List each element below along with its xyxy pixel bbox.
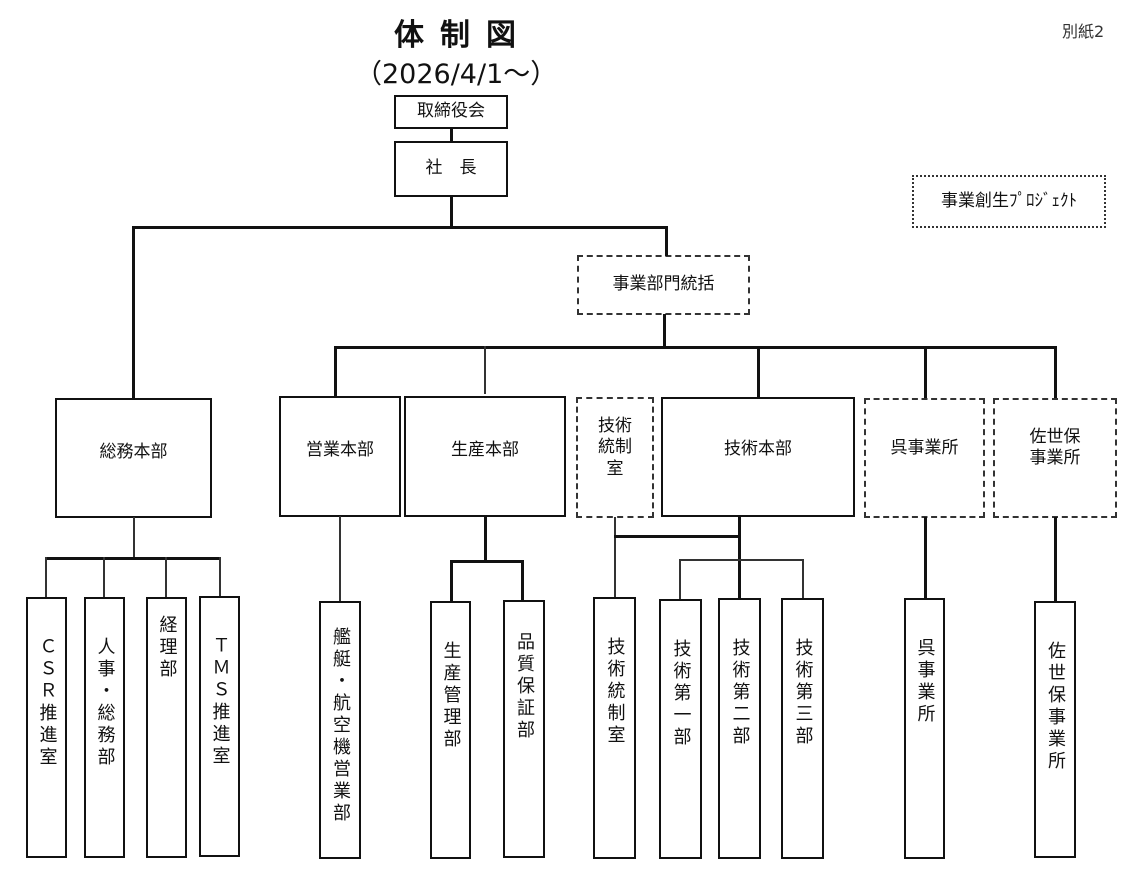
connector-top-horizontal: [132, 226, 668, 229]
connector-to-sales: [334, 346, 337, 398]
connector-production-horizontal: [450, 560, 523, 563]
board-label: 取締役会: [417, 101, 485, 122]
tech-control-line-1: 技術: [598, 416, 632, 436]
accounting-label: 経理部: [156, 615, 178, 681]
production-mgmt-dept-box: 生産管理部: [430, 601, 471, 859]
sasebo-office-box: 佐世保 事業所: [993, 398, 1117, 518]
president-label: 社 長: [425, 158, 477, 179]
connector-tech-horizontal: [614, 535, 740, 538]
tech-dept-1-box: 技術第一部: [659, 599, 702, 859]
connector-kure-down: [924, 517, 927, 599]
naval-aero-sales-dept-box: 艦艇・航空機営業部: [319, 601, 361, 859]
sasebo-office-label: 佐世保事業所: [1045, 641, 1066, 773]
president-box: 社 長: [394, 141, 508, 197]
csr-label: ＣＳＲ推進室: [36, 637, 58, 769]
tech-control-line-3: 室: [606, 458, 624, 479]
connector-to-accounting: [165, 557, 167, 598]
tech-control-dept-box: 技術統制室: [593, 597, 636, 859]
tech-1-label: 技術第一部: [670, 639, 692, 749]
hr-ga-dept-box: 人事・総務部: [84, 597, 125, 858]
connector-board-president: [450, 128, 453, 142]
connector-president-down: [450, 196, 453, 228]
kure-label: 呉事業所: [890, 438, 959, 458]
connector-business-head-down: [663, 314, 666, 348]
connector-production-down: [484, 516, 487, 562]
effective-date: （2026/4/1〜）: [355, 59, 558, 90]
project-label: 事業創生ﾌﾟﾛｼﾞｪｸﾄ: [941, 190, 1077, 211]
production-label: 生産本部: [451, 440, 519, 460]
quality-assurance-label: 品質保証部: [514, 632, 535, 742]
connector-to-tech-1: [679, 559, 681, 600]
connector-to-general-affairs: [132, 226, 135, 399]
production-division-box: 生産本部: [404, 396, 566, 517]
business-division-head-box: 事業部門統括: [577, 255, 750, 315]
connector-to-business-head: [665, 226, 668, 256]
connector-to-engineering: [757, 346, 760, 398]
connector-sales-down: [339, 516, 341, 602]
connector-to-sasebo: [1054, 346, 1057, 398]
tms-label: ＴＭＳ推進室: [209, 636, 231, 768]
tech-control-dept-label: 技術統制室: [604, 637, 626, 747]
connector-engineering-sub-horizontal: [679, 559, 803, 561]
tms-office-box: ＴＭＳ推進室: [199, 596, 240, 857]
tech-dept-2-box: 技術第二部: [718, 598, 761, 859]
connector-to-tms: [219, 557, 221, 597]
sasebo-line-2: 事業所: [1029, 448, 1081, 469]
annex-label: 別紙2: [1062, 22, 1105, 41]
tech-control-line-2: 統制: [598, 437, 632, 458]
tech-control-office-box: 技術 統制 室: [576, 397, 654, 518]
naval-aero-sales-label: 艦艇・航空機営業部: [330, 627, 351, 825]
connector-sasebo-down: [1054, 517, 1057, 602]
business-creation-project-box: 事業創生ﾌﾟﾛｼﾞｪｸﾄ: [912, 175, 1106, 228]
connector-to-quality: [521, 560, 524, 602]
engineering-division-box: 技術本部: [661, 397, 855, 517]
hr-ga-label: 人事・総務部: [94, 637, 116, 769]
connector-division-horizontal: [334, 346, 1057, 349]
connector-to-tech-3: [802, 559, 804, 600]
accounting-dept-box: 経理部: [146, 597, 187, 858]
engineering-label: 技術本部: [724, 439, 792, 459]
tech-3-label: 技術第三部: [792, 638, 814, 748]
sales-division-box: 営業本部: [279, 396, 401, 517]
connector-to-hr: [103, 557, 105, 598]
chart-title: 体制図: [394, 18, 532, 53]
connector-to-production-mgmt: [450, 560, 453, 602]
tech-2-label: 技術第二部: [729, 638, 751, 748]
quality-assurance-dept-box: 品質保証部: [503, 600, 545, 858]
connector-to-production: [484, 346, 486, 394]
sasebo-line-1: 佐世保: [1029, 427, 1081, 447]
kure-office-label: 呉事業所: [914, 638, 936, 726]
connector-engineering-down: [738, 516, 741, 600]
connector-to-csr: [45, 557, 47, 599]
connector-ga-horizontal: [45, 557, 221, 560]
kure-office-box: 呉事業所: [864, 398, 985, 518]
production-mgmt-label: 生産管理部: [440, 641, 462, 751]
csr-office-box: ＣＳＲ推進室: [26, 597, 67, 858]
connector-ga-down: [133, 517, 135, 559]
tech-dept-3-box: 技術第三部: [781, 598, 824, 859]
connector-to-kure: [924, 346, 927, 398]
board-of-directors-box: 取締役会: [394, 95, 508, 129]
business-division-head-label: 事業部門統括: [612, 274, 715, 295]
general-affairs-label: 総務本部: [99, 442, 168, 462]
sales-label: 営業本部: [306, 440, 374, 460]
general-affairs-division-box: 総務本部: [55, 398, 212, 518]
sasebo-office-dept-box: 佐世保事業所: [1034, 601, 1076, 858]
connector-tech-control-down: [614, 517, 616, 599]
kure-office-dept-box: 呉事業所: [904, 598, 945, 859]
